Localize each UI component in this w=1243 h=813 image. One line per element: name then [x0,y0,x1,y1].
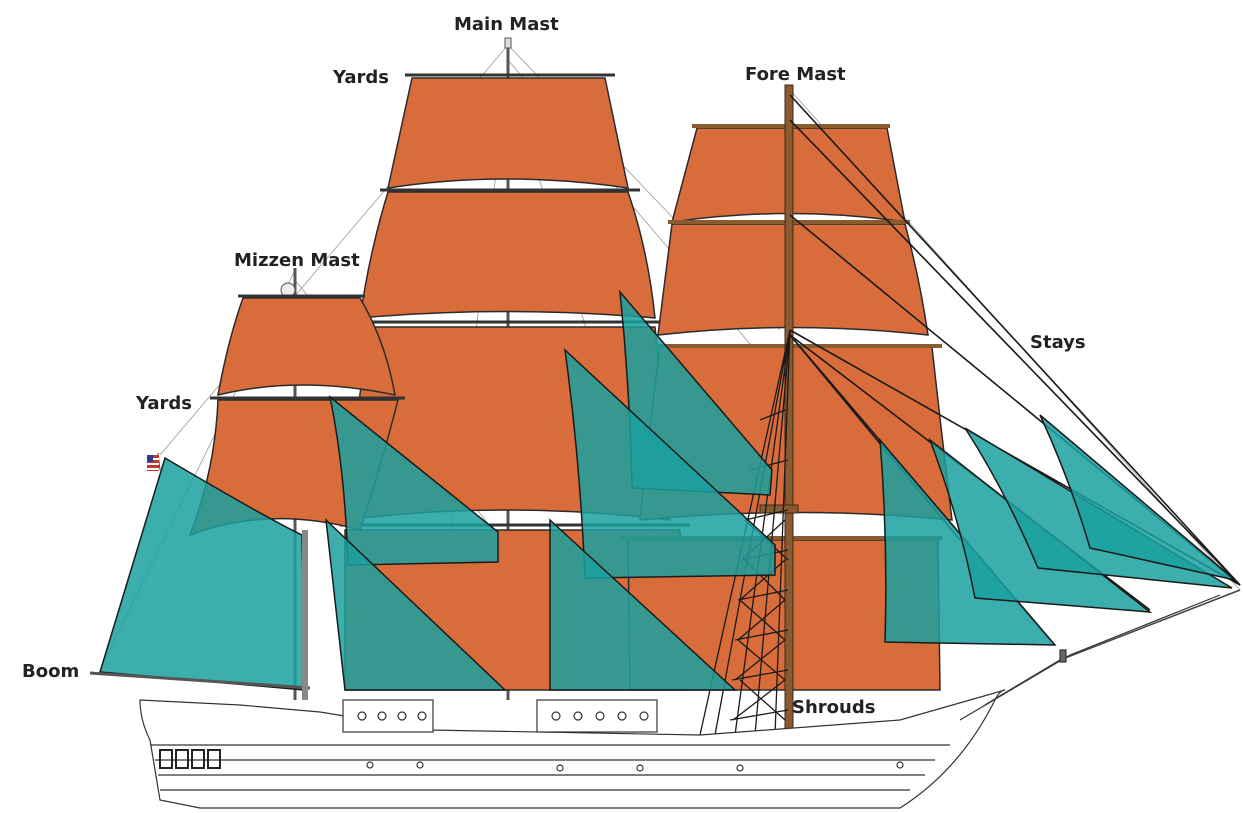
label-yards-upper: Yards [332,67,389,88]
label-main-mast: Main Mast [454,14,559,35]
label-yards-lower: Yards [135,393,192,414]
label-fore-mast: Fore Mast [745,64,846,85]
label-boom: Boom [22,661,79,682]
label-shrouds: Shrouds [792,697,875,718]
label-stays: Stays [1030,332,1086,353]
us-flag-icon [147,453,160,471]
label-mizzen-mast: Mizzen Mast [234,250,360,271]
